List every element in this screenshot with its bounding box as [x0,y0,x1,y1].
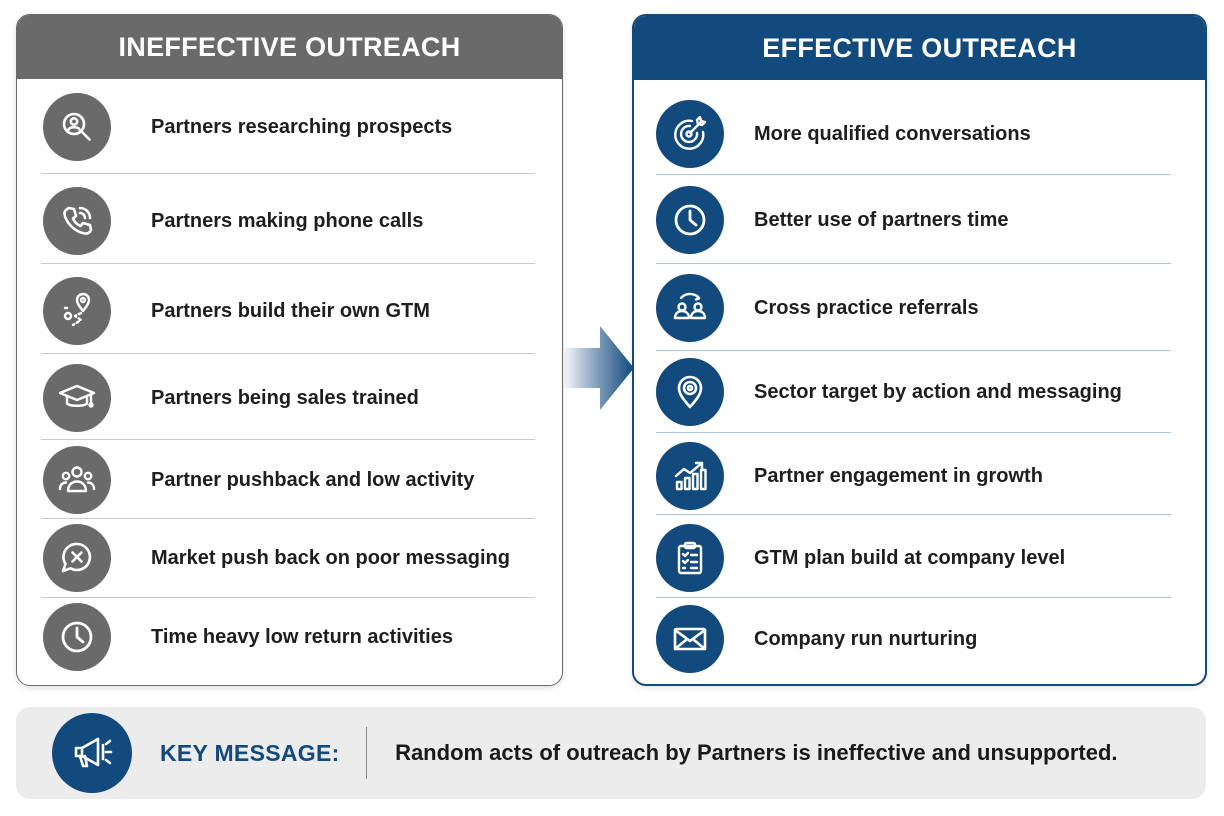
effective-item: Sector target by action and messaging [656,358,1171,426]
ineffective-item: Partners researching prospects [43,93,535,161]
ineffective-item-label: Partners being sales trained [151,386,419,409]
ineffective-outreach-title: INEFFECTIVE OUTREACH [17,15,562,79]
group-icon [43,446,111,514]
divider [656,263,1171,264]
divider [656,350,1171,351]
key-message-title: KEY MESSAGE: [160,739,340,766]
growth-chart-icon [656,442,724,510]
divider [656,597,1171,598]
mail-icon [656,605,724,673]
ineffective-item-label: Partners researching prospects [151,115,453,138]
effective-item: Company run nurturing [656,605,1171,673]
megaphone-icon [52,713,132,793]
effective-item: Better use of partners time [656,186,1171,254]
key-message-text: Random acts of outreach by Partners is i… [395,740,1118,765]
clock-icon [656,186,724,254]
effective-outreach-title: EFFECTIVE OUTREACH [634,16,1205,80]
key-message-box: KEY MESSAGE: Random acts of outreach by … [16,707,1206,799]
ineffective-item: Partners build their own GTM [43,277,535,345]
ineffective-item: Partners being sales trained [43,364,535,432]
divider [656,514,1171,515]
divider [656,174,1171,175]
effective-item: Cross practice referrals [656,274,1171,342]
ineffective-item-label: Partners making phone calls [151,209,424,232]
search-user-icon [43,93,111,161]
effective-item-label: Partner engagement in growth [754,464,1043,487]
ineffective-outreach-panel: INEFFECTIVE OUTREACH Partners researchin… [16,14,563,686]
effective-item: GTM plan build at company level [656,524,1171,592]
clipboard-icon [656,524,724,592]
ineffective-item-label: Time heavy low return activities [151,625,453,648]
ineffective-item-label: Market push back on poor messaging [151,546,510,569]
effective-item-label: More qualified conversations [754,122,1031,145]
ineffective-item: Time heavy low return activities [43,603,535,671]
effective-item-label: Sector target by action and messaging [754,380,1122,403]
key-message-separator [365,727,368,779]
effective-outreach-panel: EFFECTIVE OUTREACH More qualified conver… [632,14,1207,686]
arrow-right-icon [562,326,634,410]
divider [41,263,535,264]
effective-item-label: Company run nurturing [754,627,978,650]
divider [41,518,535,519]
location-target-icon [656,358,724,426]
clock-icon [43,603,111,671]
divider [41,597,535,598]
ineffective-item-label: Partner pushback and low activity [151,468,475,491]
map-route-icon [43,277,111,345]
target-icon [656,100,724,168]
divider [41,439,535,440]
effective-item: Partner engagement in growth [656,442,1171,510]
message-x-icon [43,524,111,592]
graduation-cap-icon [43,364,111,432]
divider [41,353,535,354]
effective-item-label: GTM plan build at company level [754,546,1066,569]
phone-icon [43,187,111,255]
divider [656,432,1171,433]
referral-icon [656,274,724,342]
effective-item-label: Better use of partners time [754,208,1009,231]
divider [41,173,535,174]
effective-item: More qualified conversations [656,100,1171,168]
effective-item-label: Cross practice referrals [754,296,979,319]
ineffective-item: Market push back on poor messaging [43,524,535,592]
ineffective-item: Partner pushback and low activity [43,446,535,514]
ineffective-item-label: Partners build their own GTM [151,299,430,322]
ineffective-item: Partners making phone calls [43,187,535,255]
